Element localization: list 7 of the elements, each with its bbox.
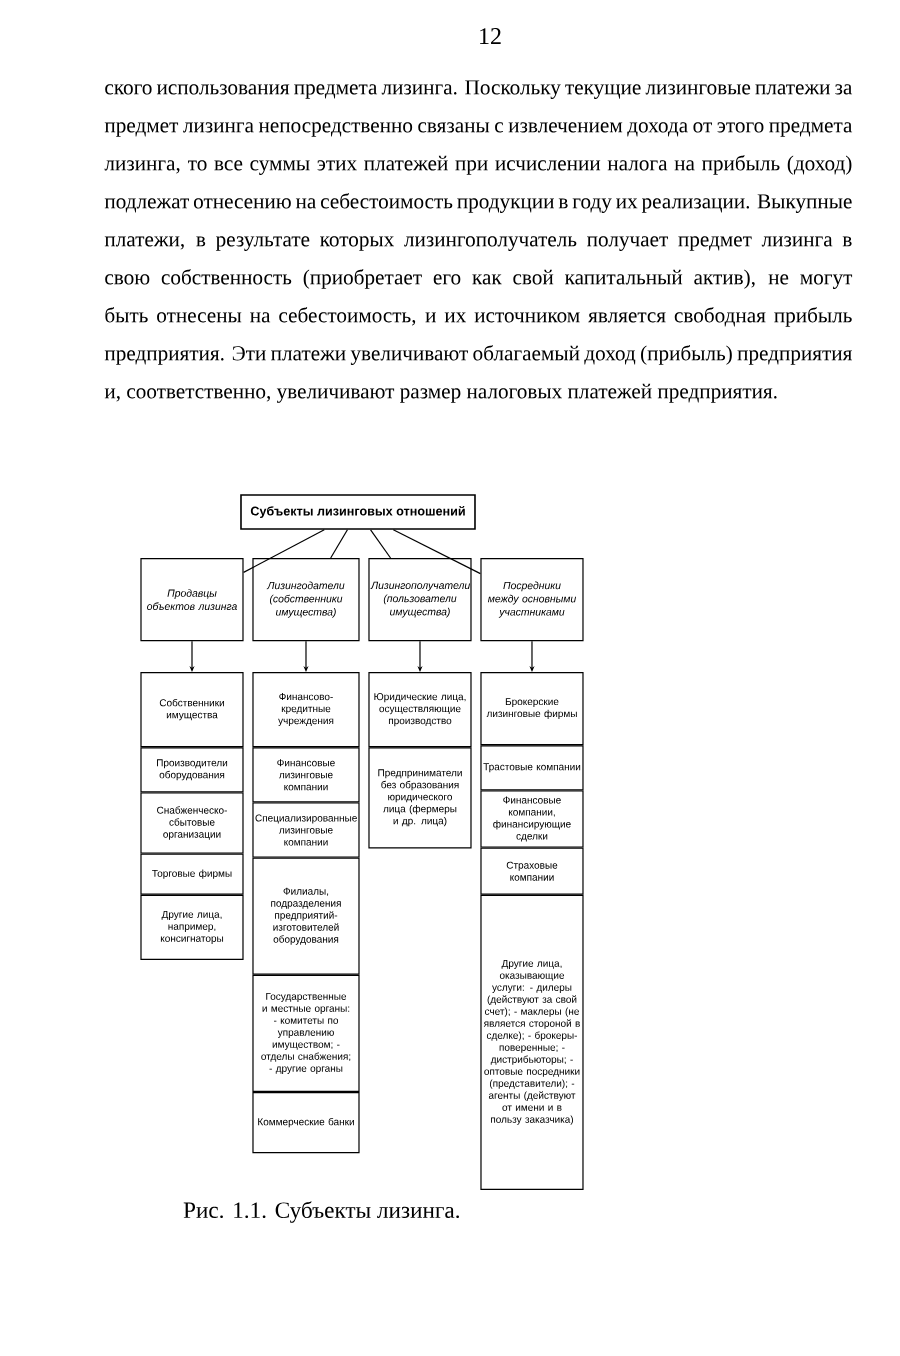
- page-number: 12: [480, 28, 501, 44]
- connector-line: [392, 529, 481, 575]
- figure-caption: Рис. 1.1. Субъекты лизинга.: [183, 1201, 459, 1223]
- connector-line: [243, 529, 325, 573]
- connector-line: [370, 529, 392, 559]
- connector-line: [330, 529, 349, 559]
- body-paragraph: ского использования предмета лизинга. Поскольку текущие лизинговые платежи за предмет лизинга непосредственно связаны с извлечением дохода от этого предмета лизинга, то все суммы этих платежей при исчислении налога на прибыль (доход) подлежат отнесению на себестоимость продукции в году их реализации. Выкупные платежи, в результате которых лизингополучатель получает предмет лизинга в свою собственность (приобретает его как свой капитальный актив), не могут быть отнесены на себестоимость, и их источником является свободная прибыль предприятия. Эти платежи увеличивают облагаемый доход (прибыль) предприятия и, соответственно, увеличивают размер налоговых платежей предприятия.: [104, 80, 853, 403]
